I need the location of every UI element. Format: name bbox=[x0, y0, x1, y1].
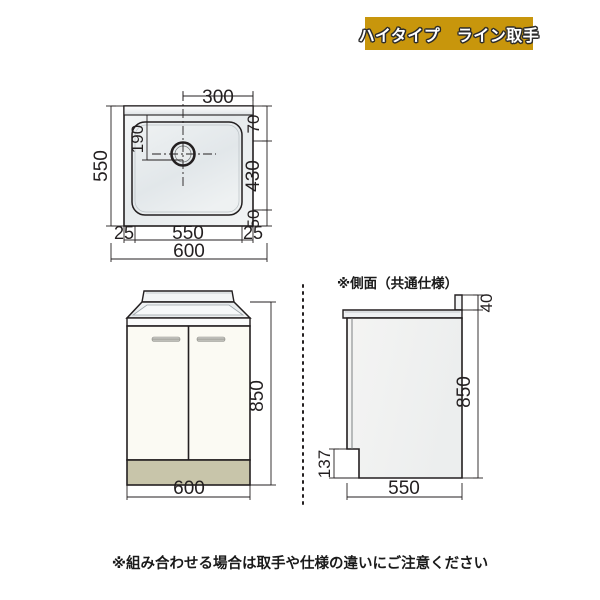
dim-bottom-550: 550 bbox=[172, 223, 204, 244]
dim-front-600: 600 bbox=[173, 478, 205, 499]
side-view-label: ※側面（共通仕様） bbox=[337, 275, 458, 292]
dim-right-50: 50 bbox=[244, 210, 263, 229]
dim-side-40: 40 bbox=[477, 294, 496, 313]
header-banner-label: ハイタイプ ライン取手 bbox=[358, 25, 540, 45]
dim-bottom-25-right: 25 bbox=[243, 223, 263, 243]
dim-side-850: 850 bbox=[454, 376, 475, 408]
dim-190: 190 bbox=[128, 125, 147, 153]
door-handle-right bbox=[196, 336, 226, 342]
cabinet-side-view: ※側面（共通仕様） 40 bbox=[315, 275, 496, 500]
dim-side-137: 137 bbox=[315, 450, 334, 478]
dim-front-850: 850 bbox=[247, 380, 268, 412]
door-handle-left bbox=[151, 336, 181, 342]
dim-top-300: 300 bbox=[202, 87, 234, 108]
dim-left-550: 550 bbox=[91, 150, 112, 182]
dim-side-550: 550 bbox=[388, 478, 420, 499]
cabinet-front-view: 850 600 bbox=[125, 290, 276, 500]
header-banner: ハイタイプ ライン取手 bbox=[359, 17, 539, 50]
dim-right-70: 70 bbox=[244, 115, 263, 134]
toe-kick-base bbox=[126, 459, 251, 486]
dim-total-600-top: 600 bbox=[173, 241, 205, 262]
sink-top-view: 300 190 550 bbox=[91, 87, 272, 262]
dim-right-430: 430 bbox=[243, 160, 264, 192]
dim-bottom-25-left: 25 bbox=[114, 223, 134, 243]
footer-note: ※組み合わせる場合は取手や仕様の違いにご注意ください bbox=[111, 556, 489, 572]
